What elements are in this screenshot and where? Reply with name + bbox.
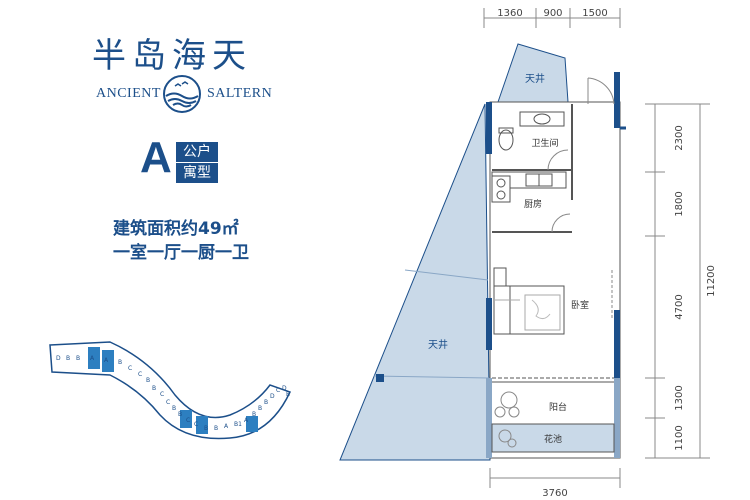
key-plan-label: B [214,425,218,432]
key-plan-label: A [90,355,95,362]
sink-counter [519,111,565,127]
balcony-label: 阳台 [549,401,567,413]
balcony-chair-icon [500,391,518,409]
key-plan-label: D [270,393,275,400]
key-plan-label: D [282,385,287,392]
brand-name-right: SALTERN [207,86,273,101]
key-plan-label: A [104,357,109,364]
unit-type-letter: A [140,133,172,182]
dim-top-1: 1360 [497,8,522,19]
unit-type-label-1: 公户 [176,142,218,162]
key-plan-label: C [128,365,132,372]
patio-left [339,103,491,461]
dim-right-5: 1100 [674,425,685,450]
toilet-icon [498,129,514,151]
unit-layout: 一室一厅一厨一卫 [113,243,249,263]
brand-logo-icon [163,75,201,113]
key-plan-label: C [186,417,190,424]
door-swing [551,213,571,233]
key-plan-label: C [166,399,170,406]
key-plan-label: B [172,405,176,412]
wall [486,102,492,154]
key-plan-highlight [88,347,100,369]
wall [486,378,492,458]
key-plan-label: B1 [234,421,242,428]
key-plan-label: B [204,425,208,432]
stove-icon [491,175,511,203]
unit-area: 建筑面积约49㎡ [113,219,239,239]
bedroom-label: 卧室 [571,299,589,311]
key-plan-label: B [252,411,256,418]
brand-name-left: ANCIENT [96,86,161,101]
key-plan-label: B [146,377,150,384]
key-plan-label: B [152,385,156,392]
key-plan-highlight [246,416,258,432]
bathroom-label: 卫生间 [531,137,558,149]
wall [614,310,620,378]
patio-top [497,43,569,103]
key-plan-label: C [194,421,198,428]
key-plan-label: A [244,417,249,424]
wall [486,298,492,350]
key-plan-label: D [56,355,61,362]
dim-right-2: 1800 [674,191,685,216]
dim-total: 11200 [706,265,717,297]
dim-top-3: 1500 [582,8,607,19]
patio-left-label: 天井 [428,338,448,351]
door-swing [587,77,615,105]
nightstand-icon [493,267,507,287]
dim-right-4: 1300 [674,385,685,410]
key-plan-label: A [224,423,229,430]
key-plan-label: B [258,405,262,412]
planter-label: 花池 [544,433,562,445]
bed-icon [493,285,565,335]
key-plan-label: C [160,391,164,398]
key-plan-label: B [264,399,268,406]
key-plan-label: B [66,355,70,362]
key-plan-label: C [276,387,280,394]
patio-top-label: 天井 [525,72,545,85]
dim-right-1: 2300 [674,125,685,150]
key-plan-label: B [286,391,290,398]
key-plan-label: C [138,371,142,378]
key-plan-highlight [180,410,192,428]
sink-icon [533,113,551,125]
key-plan-highlight [102,350,114,372]
unit-type-label-2: 寓型 [176,163,218,183]
key-plan-label: B [118,359,122,366]
wall [614,72,620,128]
key-plan-label: B [178,411,182,418]
dim-right-3: 4700 [674,294,685,319]
unit-outline [489,101,621,459]
key-plan-highlight [196,416,208,434]
key-plan-label: B [76,355,80,362]
kitchen-label: 厨房 [524,198,542,210]
wall [614,378,620,458]
door-swing [547,149,569,171]
dim-top-2: 900 [543,8,562,19]
brand-title: 半岛海天 [92,36,252,76]
plant-icon [498,429,512,443]
dim-bottom: 3760 [542,488,567,499]
